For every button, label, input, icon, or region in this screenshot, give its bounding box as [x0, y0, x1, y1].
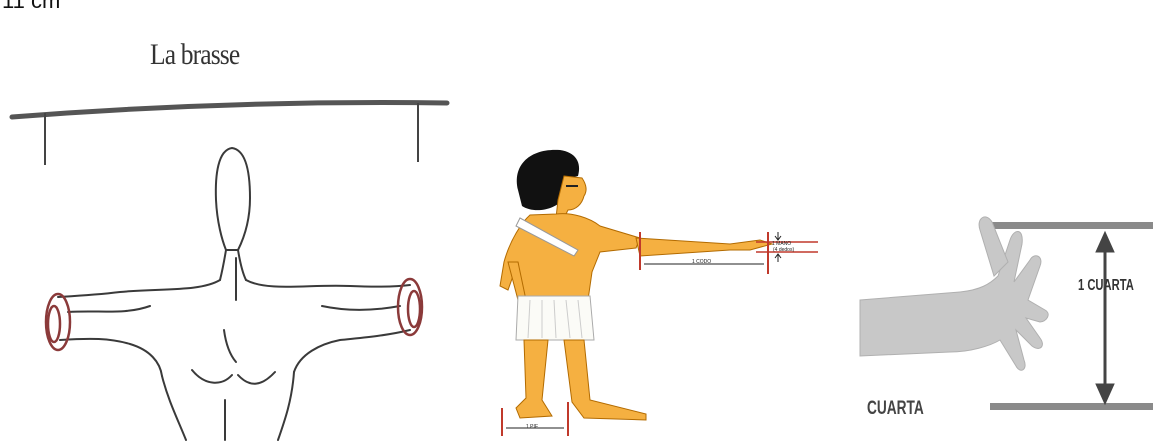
brasse-panel: La brasse — [0, 0, 460, 442]
egyptian-arm — [636, 238, 772, 256]
brasse-measure-bar — [12, 103, 447, 117]
brasse-illustration — [0, 0, 460, 442]
cuarta-arrow — [1096, 232, 1114, 404]
cuarta-bottom-label: CUARTA — [867, 398, 924, 420]
egyptian-back-leg — [516, 340, 552, 418]
cuarta-side-label: 1 CUARTA — [1078, 277, 1134, 295]
cuarta-hand — [860, 217, 1048, 370]
cuarta-top-bar — [990, 222, 1153, 229]
cuarta-bottom-bar — [990, 403, 1153, 410]
pie-label: 1 PIE — [526, 424, 538, 430]
mano-sublabel: (4 dedos) — [773, 247, 794, 253]
brasse-right-hand — [398, 279, 422, 335]
egyptian-illustration — [460, 0, 840, 442]
codo-label: 1 CODO — [692, 259, 711, 265]
cuarta-illustration — [840, 0, 1153, 442]
cuarta-panel: 1 CUARTA CUARTA — [840, 0, 1153, 442]
egyptian-front-leg — [564, 340, 646, 420]
brasse-figure — [58, 148, 410, 440]
brasse-left-hand — [46, 294, 70, 350]
egyptian-panel: 1 CODO 1 MANO (4 dedos) 1 PIE — [460, 0, 840, 442]
